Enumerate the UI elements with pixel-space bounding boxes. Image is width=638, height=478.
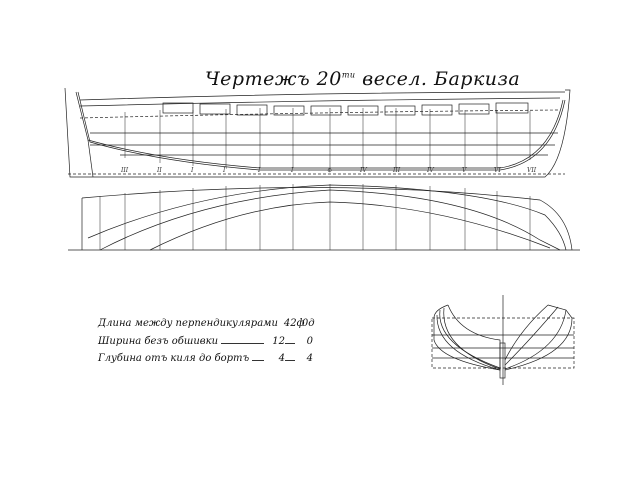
station-label: IV <box>360 167 367 174</box>
profile-view <box>64 87 571 178</box>
station-label: VII <box>527 167 537 174</box>
station-label: V <box>462 167 467 174</box>
thole-blocks <box>162 102 529 116</box>
station-label: II <box>157 167 162 174</box>
station-label: I <box>191 167 194 174</box>
drawing-title: Чертежъ 20ти весел. Баркиза <box>205 68 521 90</box>
station-label: ⊕ <box>327 167 333 174</box>
station-lines <box>124 108 531 168</box>
station-label: I <box>258 167 261 174</box>
station-label: VI <box>494 167 501 174</box>
station-label: IV <box>427 167 434 174</box>
body-plan <box>431 295 575 385</box>
station-label: III <box>393 167 401 174</box>
station-label: I' <box>223 167 228 174</box>
station-label: III <box>121 167 129 174</box>
station-label: I <box>291 167 294 174</box>
half-breadth-plan <box>68 184 580 251</box>
